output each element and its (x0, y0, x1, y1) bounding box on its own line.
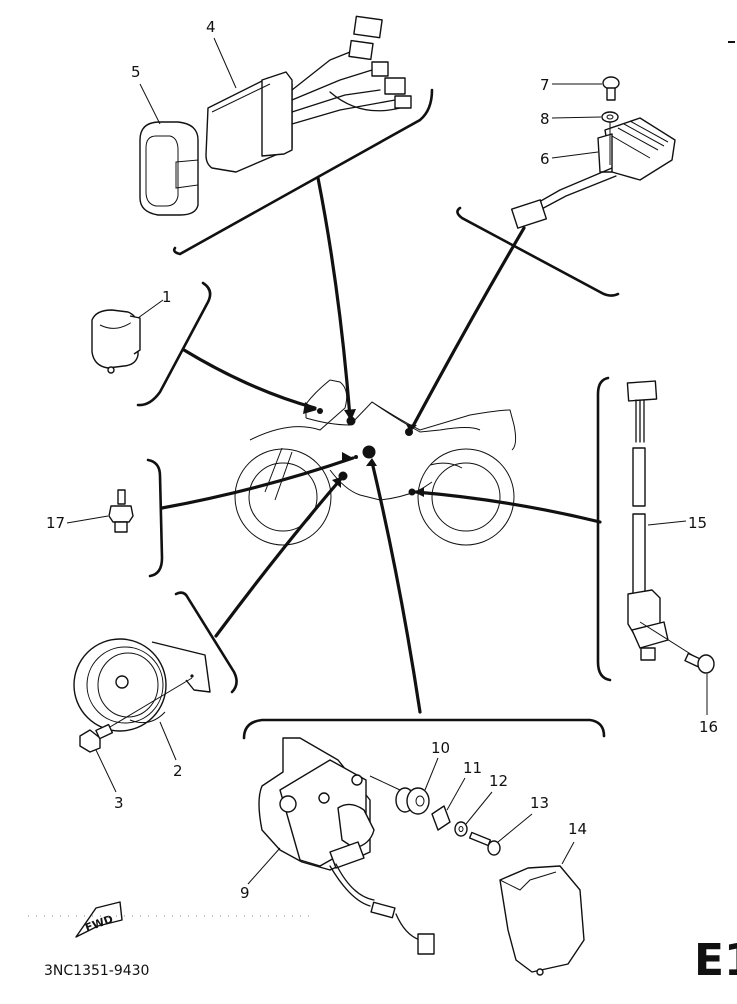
part-15-switch-lead-drawing (626, 380, 701, 661)
part-7-screw-drawing (602, 76, 620, 101)
bracket-1 (136, 281, 212, 407)
callout-14-leader (561, 841, 575, 865)
callout-12: 12 (489, 772, 508, 790)
part-9-starter-relay-drawing (258, 737, 435, 955)
bracket-2-3 (174, 591, 238, 694)
callout-15-leader (647, 520, 687, 526)
part-2-horn-drawing (73, 638, 211, 732)
location-switch-lead (408, 488, 416, 496)
callout-17: 17 (46, 514, 65, 532)
callout-13-leader (497, 813, 533, 843)
callout-6: 6 (540, 150, 550, 168)
callout-1: 1 (162, 288, 172, 306)
callout-17-leader (66, 515, 109, 524)
callout-2-leader (159, 721, 177, 761)
part-11-collar-drawing (431, 805, 451, 831)
fwd-label: FWD (83, 913, 114, 935)
forward-direction-indicator: FWD (75, 901, 123, 938)
callout-10: 10 (431, 739, 450, 757)
callout-8: 8 (540, 110, 550, 128)
section-mark: E1 (694, 935, 737, 986)
callout-12-leader (465, 791, 493, 825)
part-16-screw-drawing (684, 652, 715, 674)
callout-4-leader (213, 37, 237, 89)
leader-arrows (160, 176, 602, 714)
callout-13: 13 (530, 794, 549, 812)
part-8-washer-drawing (601, 111, 619, 165)
callout-5-leader (139, 83, 161, 125)
part-10-grommet-drawing (395, 787, 430, 815)
callout-6-leader (551, 151, 599, 159)
part-4-ignitor-drawing (205, 15, 412, 173)
callout-7: 7 (540, 76, 550, 94)
part-3-bolt-drawing (79, 677, 193, 753)
part-14-cover-drawing (499, 865, 585, 976)
location-relay (317, 408, 323, 414)
location-neutral-switch (354, 455, 358, 459)
callout-11-leader (446, 777, 466, 811)
bracket-9-14 (242, 718, 606, 740)
part-6-rectifier-drawing (510, 117, 676, 229)
callout-16: 16 (699, 718, 718, 736)
diagram-code: 3NC1351-9430 (44, 963, 149, 979)
part-1-relay-drawing (91, 309, 141, 374)
callout-4: 4 (206, 18, 216, 36)
callout-1-leader (137, 299, 164, 319)
bracket-15-16 (596, 376, 612, 682)
callout-14: 14 (568, 820, 587, 838)
callout-15: 15 (688, 514, 707, 532)
part-17-switch-drawing (108, 489, 134, 533)
part-13-screw-drawing (468, 831, 501, 856)
bracket-4-5 (172, 88, 434, 256)
callout-11: 11 (463, 759, 482, 777)
bracket-17 (146, 458, 164, 578)
callout-9-leader (247, 847, 281, 885)
callout-3-leader (95, 749, 117, 793)
part-12-washer-drawing (454, 821, 468, 837)
callout-9: 9 (240, 884, 250, 902)
location-starter-relay (362, 445, 376, 459)
callout-3: 3 (114, 794, 124, 812)
callout-10-leader (424, 757, 439, 791)
part-5-cover-drawing (139, 121, 199, 216)
callout-2: 2 (173, 762, 183, 780)
callout-8-leader (551, 116, 602, 119)
bracket-6-7-8 (456, 206, 620, 297)
motorcycle-outline (234, 379, 517, 546)
callout-5: 5 (131, 63, 141, 81)
